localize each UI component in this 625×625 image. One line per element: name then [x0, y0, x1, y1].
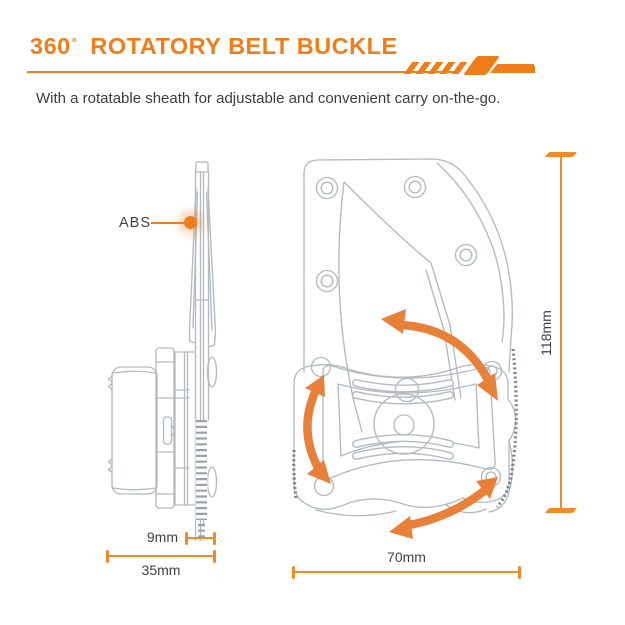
abs-leader-line [151, 222, 186, 224]
dim-tick [292, 566, 295, 579]
pivot-circle [373, 393, 435, 455]
dim-line-70mm [292, 566, 521, 579]
pivot-center [393, 414, 415, 436]
page-title: 360° ROTATORY BELT BUCKLE [30, 33, 398, 60]
degree-symbol: ° [71, 34, 78, 50]
dim-tick [518, 566, 521, 579]
dim-tick [106, 550, 109, 563]
dim-cap-top [544, 152, 578, 157]
abs-material-label: ABS [119, 215, 152, 231]
belt-clip-side [107, 347, 197, 509]
deco-bar [490, 64, 535, 73]
abs-marker-dot [184, 216, 197, 229]
dim-tick [213, 550, 216, 563]
dim-line-9mm [185, 532, 216, 545]
title-underline [27, 71, 457, 73]
grip-serrations [292, 348, 518, 509]
dim-tick [185, 532, 188, 545]
rotation-arrows [303, 309, 498, 539]
rotating-clip-plate [322, 365, 496, 479]
dim-line-35mm [106, 550, 216, 563]
sheath-front [303, 158, 514, 433]
plate-top-hole [394, 377, 420, 403]
blade-spine [343, 181, 462, 399]
front-view-drawing [292, 158, 518, 539]
title-text: ROTATORY BELT BUCKLE [90, 33, 398, 59]
dim-line-118mm [560, 155, 562, 512]
belt-loop-housing [293, 363, 517, 517]
dim-label-35mm: 35mm [141, 562, 181, 578]
title-decoration [403, 55, 536, 77]
rotation-arrow-bottom [403, 483, 492, 531]
dim-label-118mm: 118mm [538, 310, 554, 356]
rotation-arrow-left [303, 386, 325, 476]
title-number: 360 [30, 33, 71, 59]
dim-cap-bottom [544, 508, 578, 513]
dim-label-70mm: 70mm [387, 549, 426, 565]
subtitle: With a rotatable sheath for adjustable a… [36, 90, 501, 107]
rivets-upper [315, 175, 478, 293]
side-view-drawing [107, 161, 218, 541]
dim-label-9mm: 9mm [146, 529, 178, 545]
rotation-arrow-upper [401, 320, 493, 384]
dim-tick [213, 532, 216, 545]
